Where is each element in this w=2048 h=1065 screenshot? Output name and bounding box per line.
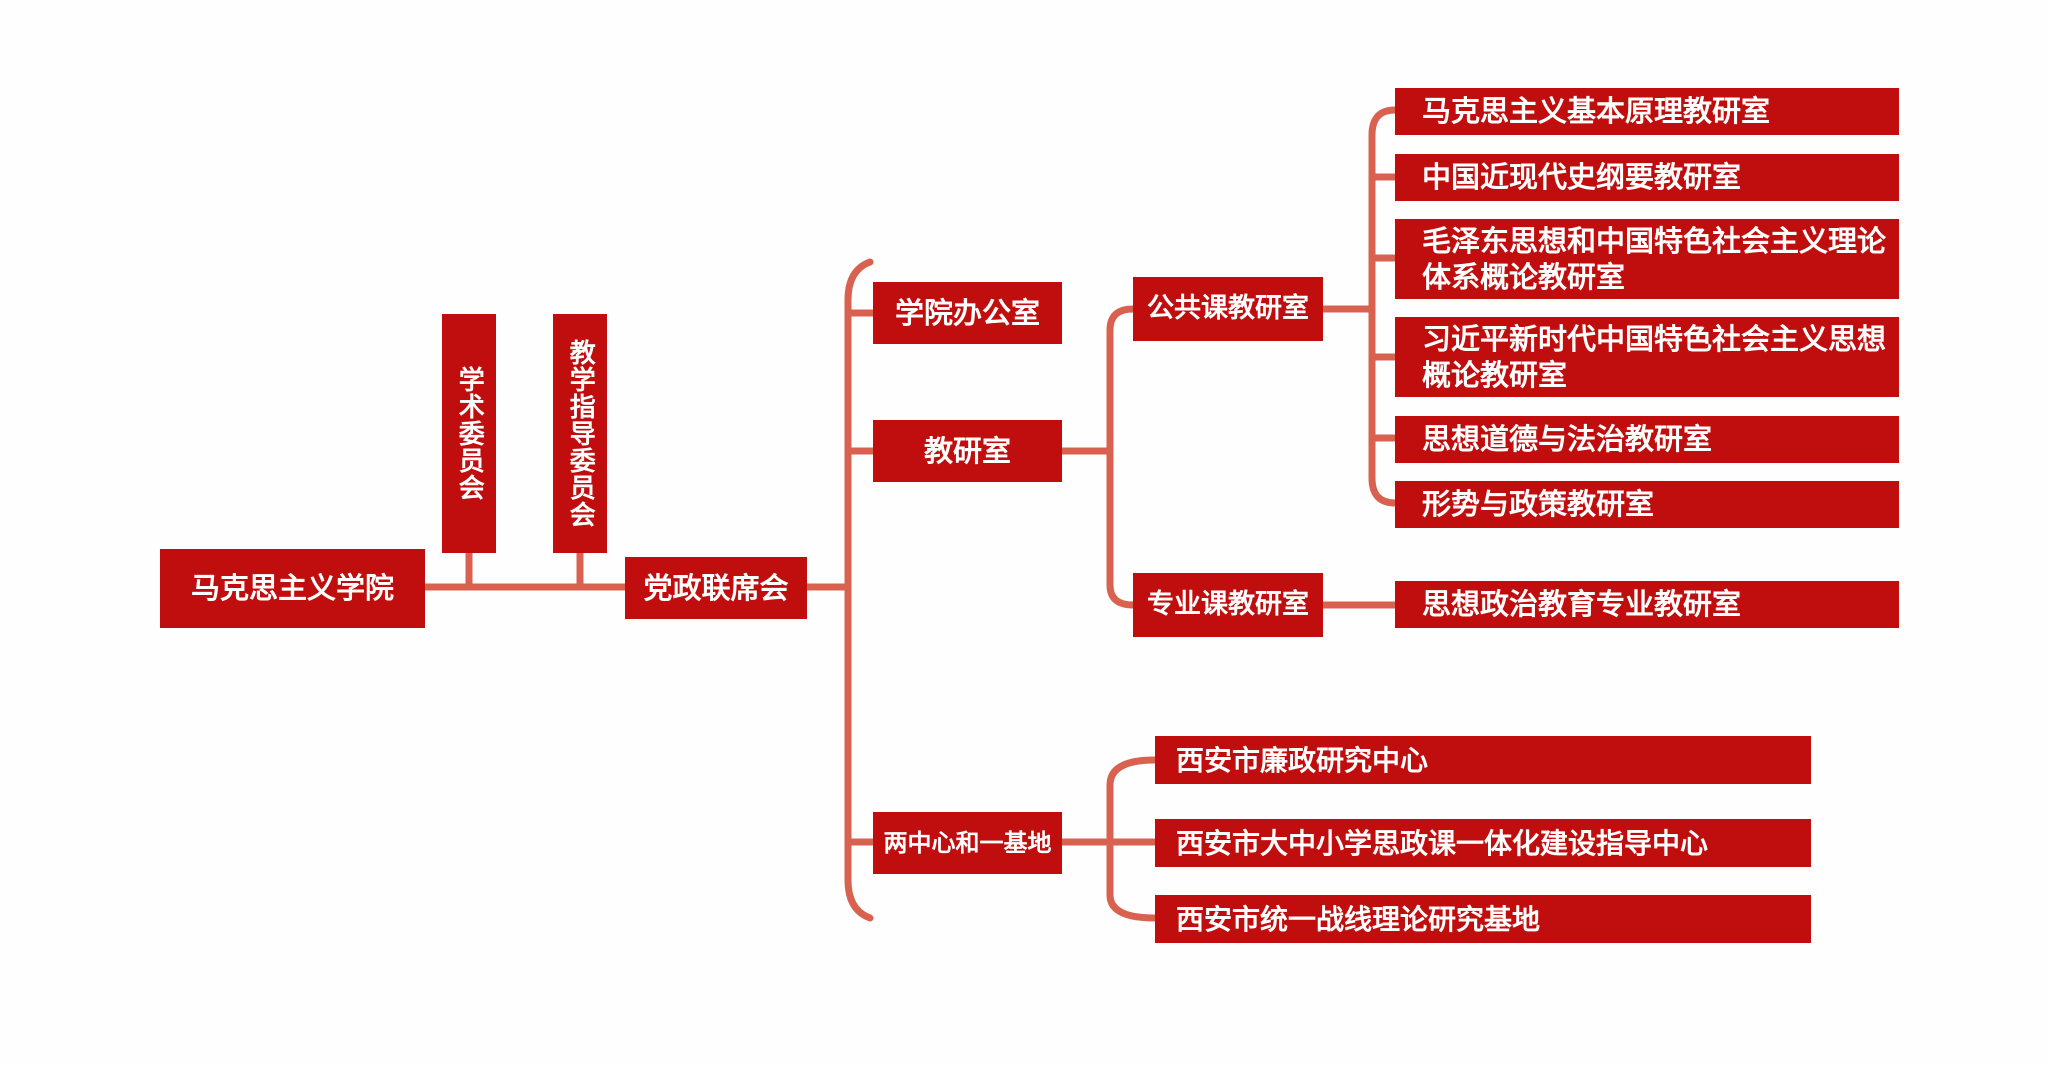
public-office-item: 思想道德与法治教研室: [1395, 416, 1899, 463]
major-section-box: 专业课教研室: [1133, 573, 1323, 637]
public-section-box: 公共课教研室: [1133, 277, 1323, 341]
public-office-item: 形势与政策教研室: [1395, 481, 1899, 528]
public-office-item: 习近平新时代中国特色社会主义思想概论教研室: [1395, 317, 1899, 397]
public-office-item: 中国近现代史纲要教研室: [1395, 154, 1899, 201]
teaching-box: 教研室: [873, 420, 1062, 482]
academic-committee-box: 学术委员会: [442, 314, 496, 553]
major-office-item: 思想政治教育专业教研室: [1395, 581, 1899, 628]
root-box: 马克思主义学院: [160, 549, 425, 628]
teaching-guidance-committee-box: 教学指导委员会: [553, 314, 607, 553]
center-item: 西安市廉政研究中心: [1155, 736, 1811, 784]
centers-box: 两中心和一基地: [873, 812, 1062, 874]
council-box: 党政联席会: [625, 557, 807, 619]
center-item: 西安市统一战线理论研究基地: [1155, 895, 1811, 943]
office-box: 学院办公室: [873, 282, 1062, 344]
public-office-item: 毛泽东思想和中国特色社会主义理论体系概论教研室: [1395, 219, 1899, 299]
public-office-item: 马克思主义基本原理教研室: [1395, 88, 1899, 135]
center-item: 西安市大中小学思政课一体化建设指导中心: [1155, 819, 1811, 867]
